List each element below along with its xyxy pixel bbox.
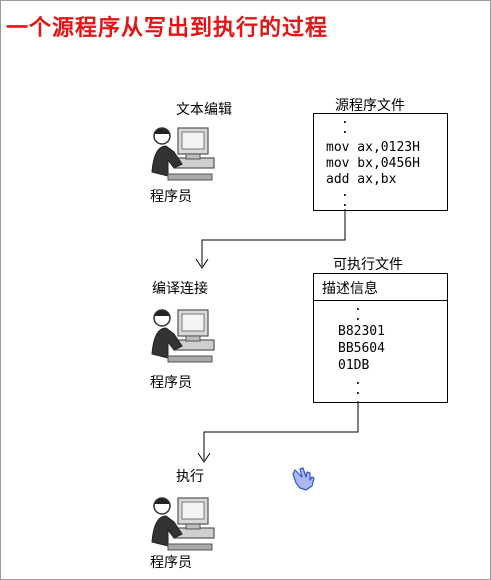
- source-file-title: 源程序文件: [335, 98, 405, 114]
- exe-file-header: 描述信息: [322, 281, 378, 297]
- ellipsis-bottom: ..: [341, 185, 349, 210]
- arrow-exe-to-run: [203, 401, 359, 460]
- ellipsis-top: ..: [341, 112, 349, 137]
- exe-file-header-box: [313, 273, 448, 301]
- programmer-computer-icon: [151, 127, 215, 181]
- hand-pointer-icon: [292, 467, 315, 491]
- exe-line-3: 01DB: [338, 358, 370, 373]
- arrowhead-link: [195, 258, 209, 269]
- exe-file-title: 可执行文件: [333, 257, 403, 273]
- stage-edit-label: 文本编辑: [176, 102, 232, 118]
- exe-line-1: B82301: [338, 324, 385, 339]
- stage-run-label: 执行: [176, 469, 204, 485]
- stage-edit-actor: 程序员: [150, 189, 192, 205]
- source-line-1: mov ax,0123H: [326, 140, 420, 155]
- source-line-2: mov bx,0456H: [326, 156, 420, 171]
- source-line-3: add ax,bx: [326, 172, 397, 187]
- programmer-computer-icon: [151, 497, 215, 551]
- stage-link-label: 编译连接: [152, 281, 208, 297]
- ellipsis-bottom: ..: [354, 373, 362, 398]
- stage-run-actor: 程序员: [150, 555, 192, 571]
- arrow-source-to-link: [201, 209, 346, 266]
- source-file-box: [313, 113, 448, 211]
- arrowhead-run: [197, 452, 211, 463]
- diagram-title: 一个源程序从写出到执行的过程: [6, 16, 329, 41]
- exe-line-2: BB5604: [338, 341, 385, 356]
- ellipsis-top: ..: [354, 299, 362, 324]
- programmer-computer-icon: [151, 309, 215, 363]
- stage-link-actor: 程序员: [150, 375, 192, 391]
